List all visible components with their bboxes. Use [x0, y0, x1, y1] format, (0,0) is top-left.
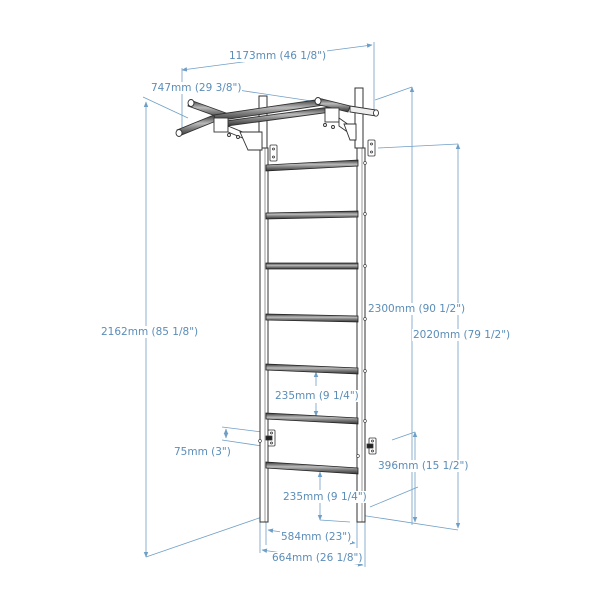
dim-height-floor: 2162mm (85 1/8") — [100, 326, 200, 338]
dim-overall-width: 1173mm (46 1/8") — [228, 50, 328, 62]
dim-rung-spacing-upper: 235mm (9 1/4") — [274, 390, 360, 402]
upright-bolts — [258, 161, 367, 458]
dim-inner-width: 584mm (23") — [280, 531, 353, 543]
dim-rung-spacing-lower: 235mm (9 1/4") — [282, 491, 368, 503]
wall-brackets — [265, 139, 377, 455]
dim-bracket-offset: 75mm (3") — [173, 446, 232, 458]
dim-pullup-depth: 747mm (29 3/8") — [150, 82, 243, 94]
dim-height-top: 2300mm (90 1/2") — [367, 303, 467, 315]
dim-bottom-bracket-height: 396mm (15 1/2") — [377, 460, 470, 472]
ladder-frame — [258, 87, 366, 523]
rungs — [265, 159, 359, 475]
dim-outer-width: 664mm (26 1/8") — [271, 552, 364, 564]
pullup-bar — [175, 97, 379, 151]
dim-ladder-height: 2020mm (79 1/2") — [412, 329, 512, 341]
